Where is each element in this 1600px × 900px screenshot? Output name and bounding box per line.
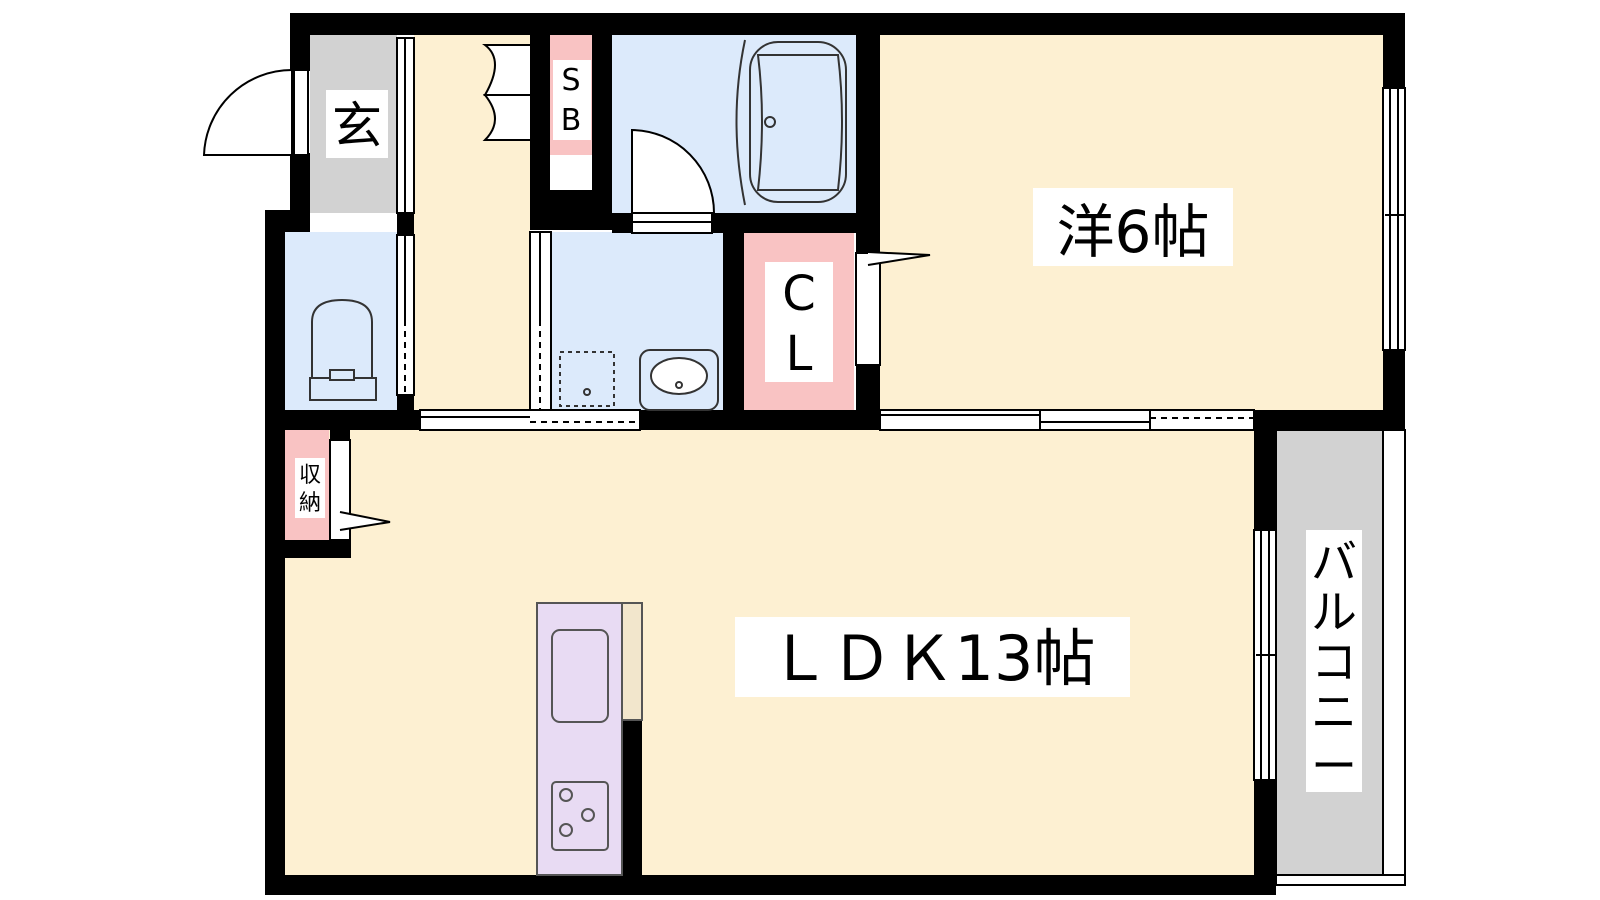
kitchen-backsplash: [621, 602, 643, 721]
balcony-label-2: ル: [1311, 585, 1357, 639]
western-room-label: 洋6帖: [1057, 198, 1210, 266]
shoebox-bifold-door: [482, 44, 530, 141]
shoe-box-label-b: B: [561, 103, 582, 138]
toilet-bowl: [311, 298, 373, 379]
storage-label-bottom: 納: [299, 491, 321, 516]
kitchen-sink: [551, 629, 609, 723]
front-door-swing: [202, 69, 293, 156]
openings: [202, 37, 1406, 886]
cooktop: [551, 781, 609, 851]
shoe-box-label-s: S: [561, 63, 580, 98]
room-labels: 玄 S B 洋6帖 C L 収 納 ＬＤＫ13帖 バ ル コ ニ ー: [295, 60, 1362, 793]
balcony-label-1: バ: [1311, 535, 1357, 589]
fixtures: [309, 39, 847, 876]
ldk-label: ＬＤＫ13帖: [769, 622, 1096, 695]
bath-drain: [764, 116, 776, 128]
toilet-tank: [309, 377, 377, 401]
bathroom-door-swing: [631, 128, 716, 214]
closet-label-l: L: [786, 326, 813, 382]
storage-label-top: 収: [299, 463, 321, 488]
washer-pan: [559, 351, 615, 407]
balcony-label-5: ー: [1311, 739, 1357, 793]
walls: [265, 13, 1405, 895]
balcony-label-4: ニ: [1311, 685, 1357, 739]
entrance-label: 玄: [332, 97, 382, 155]
front-door-jamb: [293, 69, 309, 156]
closet-label-c: C: [782, 266, 816, 322]
balcony-label-3: コ: [1311, 635, 1357, 689]
